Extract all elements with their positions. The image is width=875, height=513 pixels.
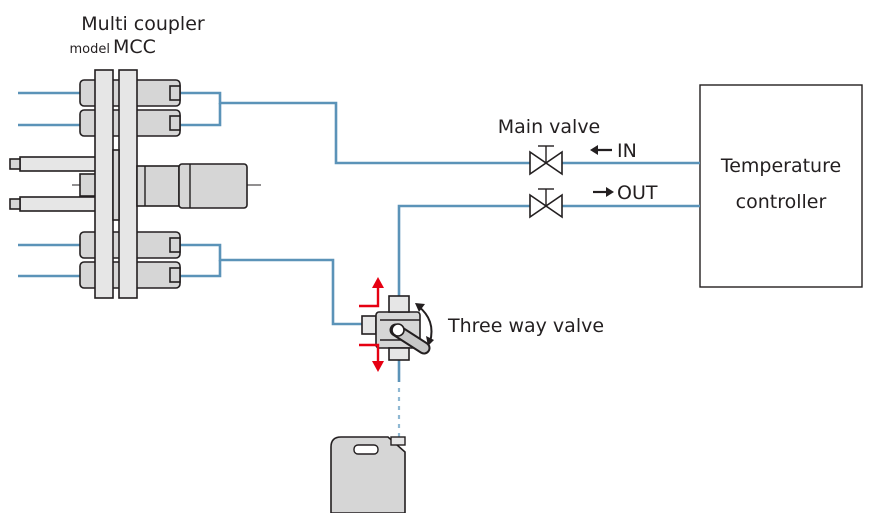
three-way-valve-label: Three way valve bbox=[447, 315, 604, 337]
controller-label-line2: controller bbox=[736, 191, 827, 213]
main-valve-label: Main valve bbox=[498, 116, 601, 138]
main-valve-out-icon bbox=[529, 188, 563, 219]
pipe-outlet-lower-1 bbox=[18, 243, 362, 326]
in-label: IN bbox=[617, 140, 637, 162]
multi-coupler-drawing bbox=[9, 69, 262, 299]
out-label: OUT bbox=[617, 182, 658, 204]
controller-label-line1: Temperature bbox=[720, 155, 841, 177]
out-arrow-icon bbox=[593, 187, 614, 197]
three-way-valve-icon bbox=[361, 295, 431, 361]
coupler-model-name: MCC bbox=[113, 36, 156, 58]
rotation-arrow-icon bbox=[415, 303, 434, 346]
in-arrow-icon bbox=[590, 145, 612, 155]
pipe-inlet-upper-1 bbox=[18, 91, 530, 165]
main-valve-in-icon bbox=[529, 145, 563, 176]
temperature-controller: Temperature controller bbox=[699, 84, 863, 288]
coupler-title: Multi coupler bbox=[81, 13, 205, 35]
coupler-model-prefix: model bbox=[70, 42, 110, 57]
flow-direction-down-icon bbox=[359, 343, 384, 372]
pipe-out-from-valve bbox=[397, 204, 530, 297]
drain-tank-icon bbox=[330, 436, 406, 513]
flow-direction-up-icon bbox=[359, 277, 384, 308]
